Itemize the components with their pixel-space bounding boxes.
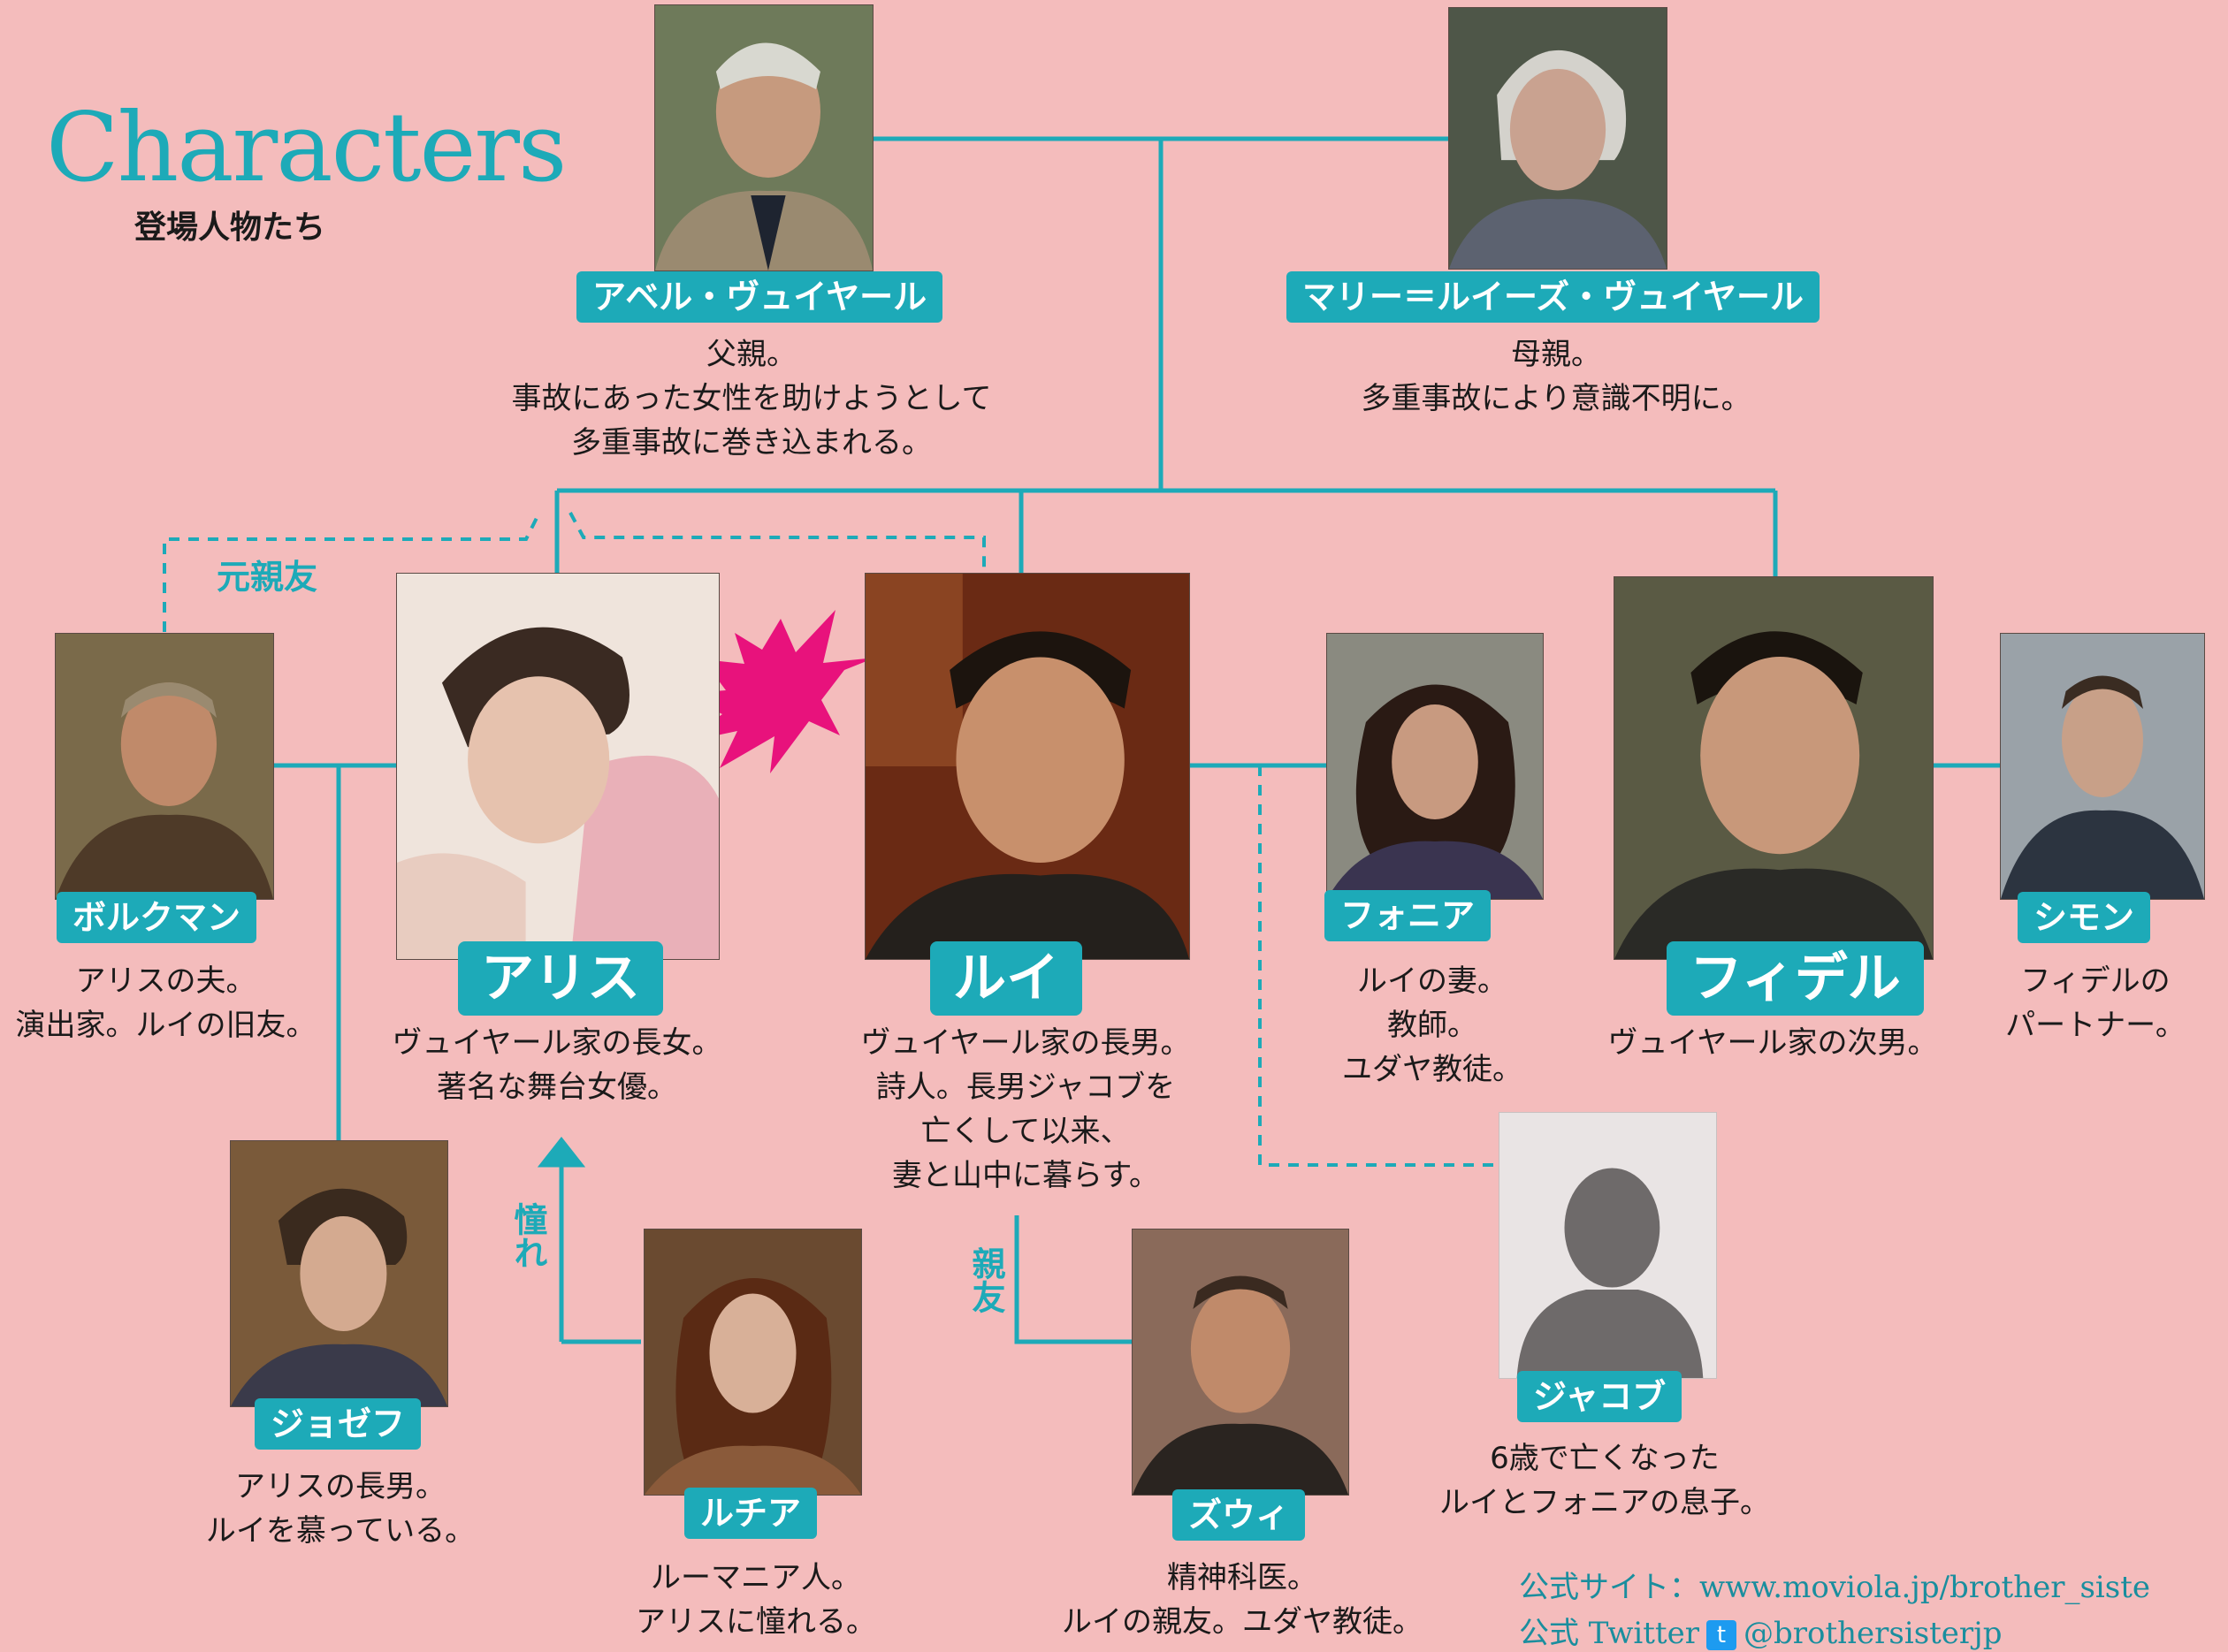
joseph-photo: [230, 1140, 448, 1407]
desc-line: 父親。: [706, 337, 797, 372]
site-label: 公式サイト：: [1519, 1570, 1699, 1605]
desc-line: ルイの妻。: [1357, 963, 1507, 999]
desc-line: ユダヤ教徒。: [1342, 1052, 1522, 1087]
louis-description: ヴュイヤール家の長男。 詩人。長男ジャコブを 亡くして以来、 妻と山中に暮らす。: [836, 1021, 1216, 1198]
louis-name-tag: ルイ: [930, 941, 1082, 1016]
desc-line: 亡くして以来、: [920, 1114, 1131, 1149]
jacob-description: 6歳で亡くなった ルイとフォニアの息子。: [1419, 1436, 1790, 1525]
borkman-name-tag: ボルクマン: [57, 892, 257, 943]
faunia-description: ルイの妻。 教師。 ユダヤ教徒。: [1273, 959, 1591, 1092]
faunia-name-tag: フォニア: [1324, 890, 1492, 941]
desc-line: ルイを慕っている。: [205, 1513, 476, 1549]
desc-line: フィデルの: [2020, 963, 2171, 999]
jacob-name-tag: ジャコブ: [1517, 1371, 1682, 1422]
desc-line: ヴュイヤール家の長女。: [392, 1025, 722, 1061]
fidel-description: ヴュイヤール家の次男。: [1591, 1021, 1954, 1065]
desc-line: アリスの長男。: [235, 1469, 446, 1504]
desc-line: ヴュイヤール家の長男。: [860, 1025, 1191, 1061]
fidel-photo: [1614, 576, 1934, 960]
relation-former-friend: 元親友: [217, 558, 318, 597]
marie-description: 母親。 多重事故により意識不明に。: [1300, 332, 1812, 421]
alice-name-tag: アリス: [458, 941, 663, 1016]
desc-line: パートナー。: [2005, 1008, 2186, 1043]
zwi-description: 精神科医。 ルイの親友。ユダヤ教徒。: [1039, 1556, 1446, 1644]
twitter-label: 公式 Twitter: [1519, 1616, 1699, 1651]
louis-photo: [865, 573, 1190, 960]
simon-name-tag: シモン: [2018, 892, 2151, 943]
borkman-photo: [55, 633, 274, 900]
simon-description: フィデルの パートナー。: [1972, 959, 2219, 1047]
alice-description: ヴュイヤール家の長女。 著名な舞台女優。: [371, 1021, 743, 1109]
twitter-handle-link[interactable]: @brothersisterjp: [1743, 1616, 2003, 1651]
marie-photo: [1448, 7, 1667, 270]
zwi-name-tag: ズウィ: [1172, 1489, 1306, 1541]
desc-line: 著名な舞台女優。: [437, 1070, 677, 1105]
desc-line: 詩人。長男ジャコブを: [875, 1070, 1176, 1105]
fidel-name-tag: フィデル: [1667, 941, 1924, 1016]
page-title: Characters: [46, 93, 567, 203]
relation-admire: 憧れ: [508, 1202, 547, 1269]
abel-photo: [654, 4, 874, 271]
desc-line: 精神科医。: [1167, 1560, 1317, 1595]
desc-line: 母親。: [1511, 337, 1601, 372]
desc-line: 多重事故に巻き込まれる。: [571, 425, 932, 461]
lucia-description: ルーマニア人。 アリスに憧れる。: [601, 1556, 911, 1644]
joseph-description: アリスの長男。 ルイを慕っている。: [186, 1465, 495, 1553]
zwi-photo: [1132, 1229, 1349, 1496]
simon-photo: [2000, 633, 2205, 900]
silhouette-icon: [1499, 1113, 1716, 1378]
desc-line: 6歳で亡くなった: [1490, 1441, 1720, 1476]
abel-description: 父親。 事故にあった女性を助けようとして 多重事故に巻き込まれる。: [504, 332, 999, 465]
desc-line: ルイとフォニアの息子。: [1439, 1485, 1770, 1520]
desc-line: アリスに憧れる。: [636, 1604, 876, 1640]
desc-line: 妻と山中に暮らす。: [892, 1158, 1159, 1193]
desc-line: ヴュイヤール家の次男。: [1607, 1025, 1938, 1061]
twitter-bird-icon: t: [1705, 1620, 1736, 1650]
borkman-description: アリスの夫。 演出家。ルイの旧友。: [0, 959, 332, 1047]
starburst-icon: [682, 610, 875, 773]
jacob-photo: [1499, 1112, 1717, 1379]
lucia-photo: [644, 1229, 862, 1496]
desc-line: 演出家。ルイの旧友。: [15, 1008, 317, 1043]
abel-name-tag: アベル・ヴュイヤール: [576, 271, 943, 323]
desc-line: ルイの親友。ユダヤ教徒。: [1062, 1604, 1423, 1640]
alice-photo: [396, 573, 720, 960]
site-url-link[interactable]: www.moviola.jp/brother_siste: [1699, 1570, 2151, 1605]
desc-line: 教師。: [1387, 1008, 1477, 1043]
joseph-name-tag: ジョゼフ: [255, 1398, 422, 1450]
desc-line: アリスの夫。: [75, 963, 256, 999]
official-site: 公式サイト：www.moviola.jp/brother_siste: [1519, 1563, 2150, 1606]
desc-line: ルーマニア人。: [651, 1560, 861, 1595]
desc-line: 事故にあった女性を助けようとして: [511, 381, 992, 416]
lucia-name-tag: ルチア: [684, 1488, 818, 1539]
desc-line: 多重事故により意識不明に。: [1361, 381, 1751, 416]
marie-name-tag: マリー＝ルイーズ・ヴュイヤール: [1286, 271, 1820, 323]
relation-best-friend: 親友: [966, 1246, 1005, 1313]
page-subtitle: 登場人物たち: [134, 209, 326, 246]
faunia-photo: [1326, 633, 1544, 900]
